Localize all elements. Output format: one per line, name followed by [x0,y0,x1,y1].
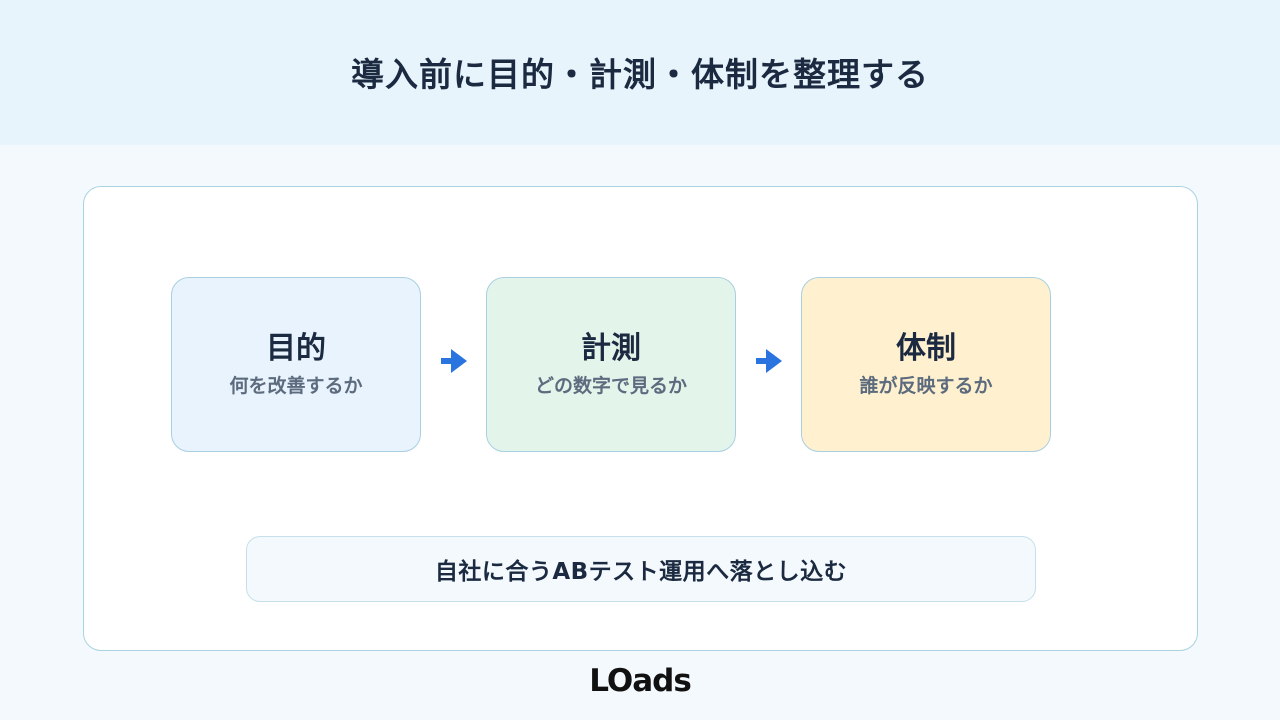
flow-panel: 目的 何を改善するか 計測 どの数字で見るか 体制 誰が反映するか 自社に合うA… [83,186,1198,651]
page-title: 導入前に目的・計測・体制を整理する [351,54,929,94]
summary-box: 自社に合うABテスト運用へ落とし込む [246,536,1036,602]
step-title: 計測 [581,330,641,366]
arrow-right-icon [756,349,782,373]
header-band: 導入前に目的・計測・体制を整理する [0,0,1280,145]
step-subtitle: 誰が反映するか [859,374,993,397]
step-title: 目的 [266,330,326,366]
logo-text: LOads [589,663,692,699]
step-title: 体制 [896,330,956,366]
summary-text: 自社に合うABテスト運用へ落とし込む [434,559,848,585]
step-card-measurement: 計測 どの数字で見るか [486,277,736,452]
step-subtitle: どの数字で見るか [534,374,687,397]
brand-logo: LOads [0,663,1280,699]
step-subtitle: 何を改善するか [229,374,363,397]
step-card-structure: 体制 誰が反映するか [801,277,1051,452]
arrow-right-icon [441,349,467,373]
step-card-purpose: 目的 何を改善するか [171,277,421,452]
